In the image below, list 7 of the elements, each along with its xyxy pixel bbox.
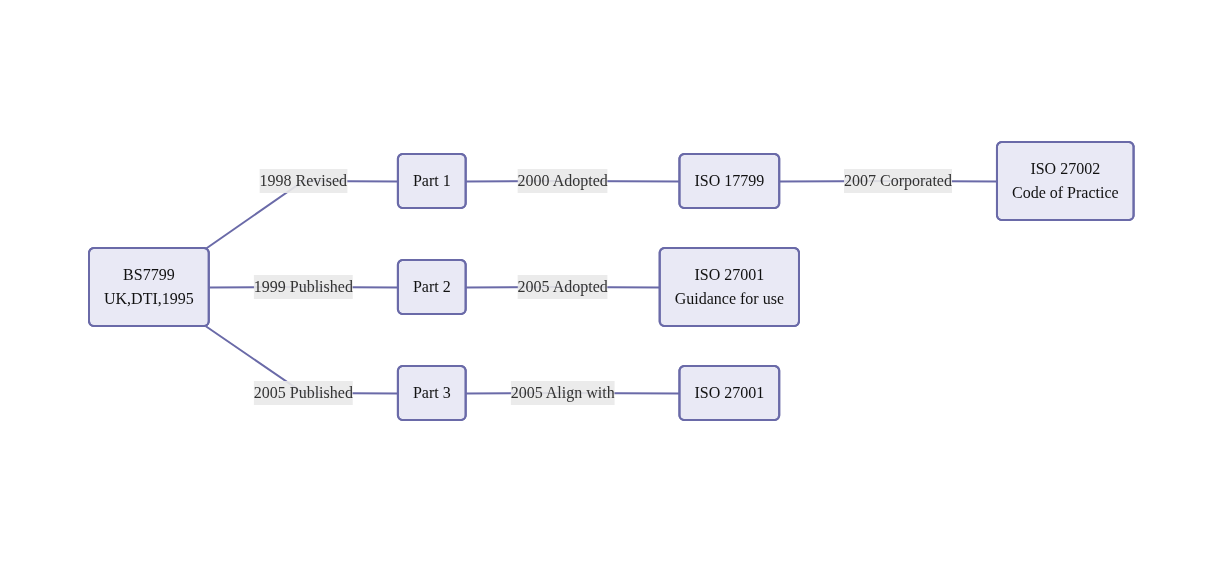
edge-label: 1999 Published	[253, 277, 353, 295]
edge-label: 2005 Adopted	[517, 277, 608, 295]
edge-label: 1998 Revised	[259, 171, 347, 189]
edge-label: 2005 Published	[253, 383, 353, 401]
edge-label: 2005 Align with	[510, 383, 615, 401]
edge-label: 2007 Corporated	[843, 171, 952, 189]
edge-label: 2000 Adopted	[517, 171, 608, 189]
